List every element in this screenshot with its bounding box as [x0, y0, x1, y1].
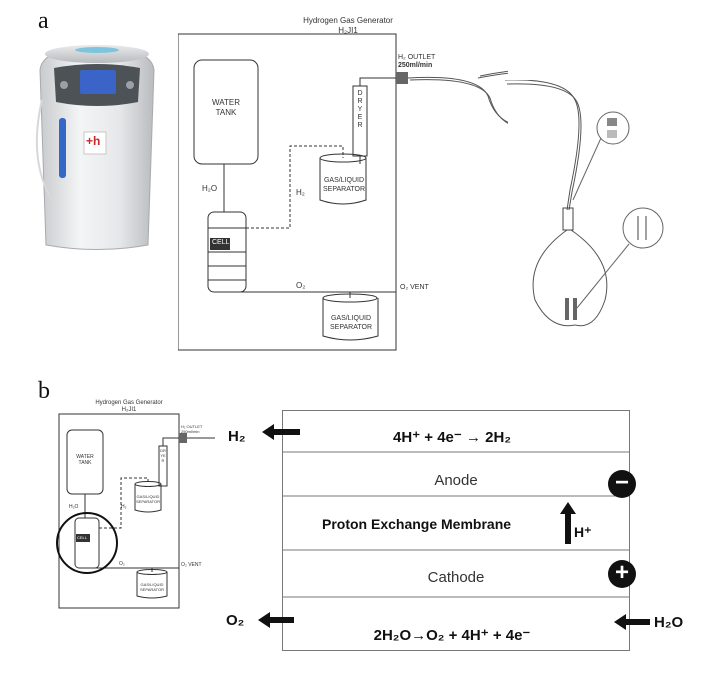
h2o-label: H₂O — [202, 184, 218, 193]
h2-output-arrow-icon — [262, 424, 300, 440]
pem-cell-diagram: 4H⁺ + 4e⁻ → 2H₂ Anode Proton Exchange Me… — [282, 410, 636, 651]
schematic-b-separator-h2: GAS/LIQUID SEPARATOR — [131, 494, 165, 504]
proton-up-arrow-icon — [560, 502, 576, 544]
device-logo: +h — [86, 134, 101, 148]
plus-electrode-icon: + — [608, 560, 636, 588]
schematic-a-title: Hydrogen Gas Generator — [303, 16, 393, 25]
schematic-b-dryer: DRYER — [160, 448, 166, 463]
schematic-b-separator-o2-line-1: GAS/LIQUID — [140, 582, 164, 587]
schematic-b-water-tank-line-1: WATER — [76, 454, 94, 460]
water-tank-line-1: WATER — [212, 98, 240, 107]
hydrogen-generator-device-illustration — [35, 45, 155, 250]
schematic-b-model: H₂JI1 — [121, 407, 137, 413]
proton-label: H⁺ — [574, 524, 592, 540]
schematic-a-drawing — [178, 33, 508, 351]
top-reaction-equation: 4H⁺ + 4e⁻ → 2H₂ — [393, 429, 511, 446]
o2-vent-label: O₂ VENT — [400, 284, 429, 291]
schematic-b-outlet-label: H₂ OUTLET — [181, 424, 203, 429]
water-tank-line-2: TANK — [215, 108, 237, 117]
separator-h2-line-1: GAS/LIQUID — [323, 177, 365, 184]
panel-a-label: a — [38, 8, 49, 34]
panel-b-label: b — [38, 378, 50, 404]
minus-electrode-icon: − — [608, 470, 636, 498]
schematic-b-o2-vent: O₂ VENT — [181, 562, 202, 568]
schematic-b-cell: CELL — [77, 535, 88, 540]
separator-o2-label: GAS/LIQUID SEPARATOR — [322, 314, 380, 332]
dryer-label: D R Y E R — [357, 90, 363, 129]
outlet-rate: 250ml/min — [398, 62, 433, 69]
membrane-layer-label: Proton Exchange Membrane — [322, 516, 512, 532]
schematic-b-h2: H₂ — [121, 504, 127, 510]
schematic-b-title: Hydrogen Gas Generator — [95, 400, 163, 406]
schematic-a-model: H₂JI1 — [338, 26, 358, 35]
cannula-tubing-illustration — [505, 80, 664, 327]
o2-output-arrow-icon — [258, 612, 294, 628]
schematic-b-water-tank-line-2: TANK — [78, 460, 92, 466]
anode-layer-label: Anode — [434, 472, 478, 489]
h2o-input-arrow-icon — [614, 614, 650, 630]
cathode-layer-label: Cathode — [427, 569, 485, 586]
h2o-input-label: H₂O — [654, 614, 684, 631]
bottom-reaction-equation: 2H₂O→O₂ + 4H⁺ + 4e⁻ — [373, 627, 531, 644]
outlet-label: H₂ OUTLET — [398, 54, 436, 61]
cell-label: CELL — [212, 239, 230, 246]
h2-label: H₂ — [296, 188, 305, 197]
separator-o2-line-1: GAS/LIQUID — [330, 315, 372, 322]
schematic-b-water-tank: WATER TANK — [67, 454, 103, 466]
h2-output-label: H₂ — [228, 428, 246, 445]
schematic-b-separator-h2-line-2: SEPARATOR — [135, 499, 160, 504]
pem-layers-outline — [282, 410, 630, 651]
schematic-b-separator-o2: GAS/LIQUID SEPARATOR — [135, 582, 169, 592]
schematic-a: Hydrogen Gas Generator H₂JI1 WATER TANK … — [178, 16, 508, 352]
schematic-b-separator-h2-line-1: GAS/LIQUID — [136, 494, 160, 499]
schematic-b: Hydrogen Gas Generator H₂JI1 WATER TANK … — [55, 400, 270, 610]
o2-output-label: O₂ — [226, 612, 245, 629]
schematic-b-separator-o2-line-2: SEPARATOR — [139, 587, 164, 592]
o2-label: O₂ — [296, 281, 306, 290]
separator-h2-label: GAS/LIQUID SEPARATOR — [318, 176, 370, 194]
schematic-b-h2o: H₂O — [69, 504, 79, 510]
schematic-b-drawing — [56, 413, 215, 609]
water-tank-label: WATER TANK — [194, 98, 258, 118]
separator-h2-line-2: SEPARATOR — [322, 186, 365, 193]
separator-o2-line-2: SEPARATOR — [329, 324, 372, 331]
schematic-b-o2: O₂ — [119, 561, 125, 567]
schematic-b-outlet-rate: 250ml/min — [181, 429, 200, 434]
